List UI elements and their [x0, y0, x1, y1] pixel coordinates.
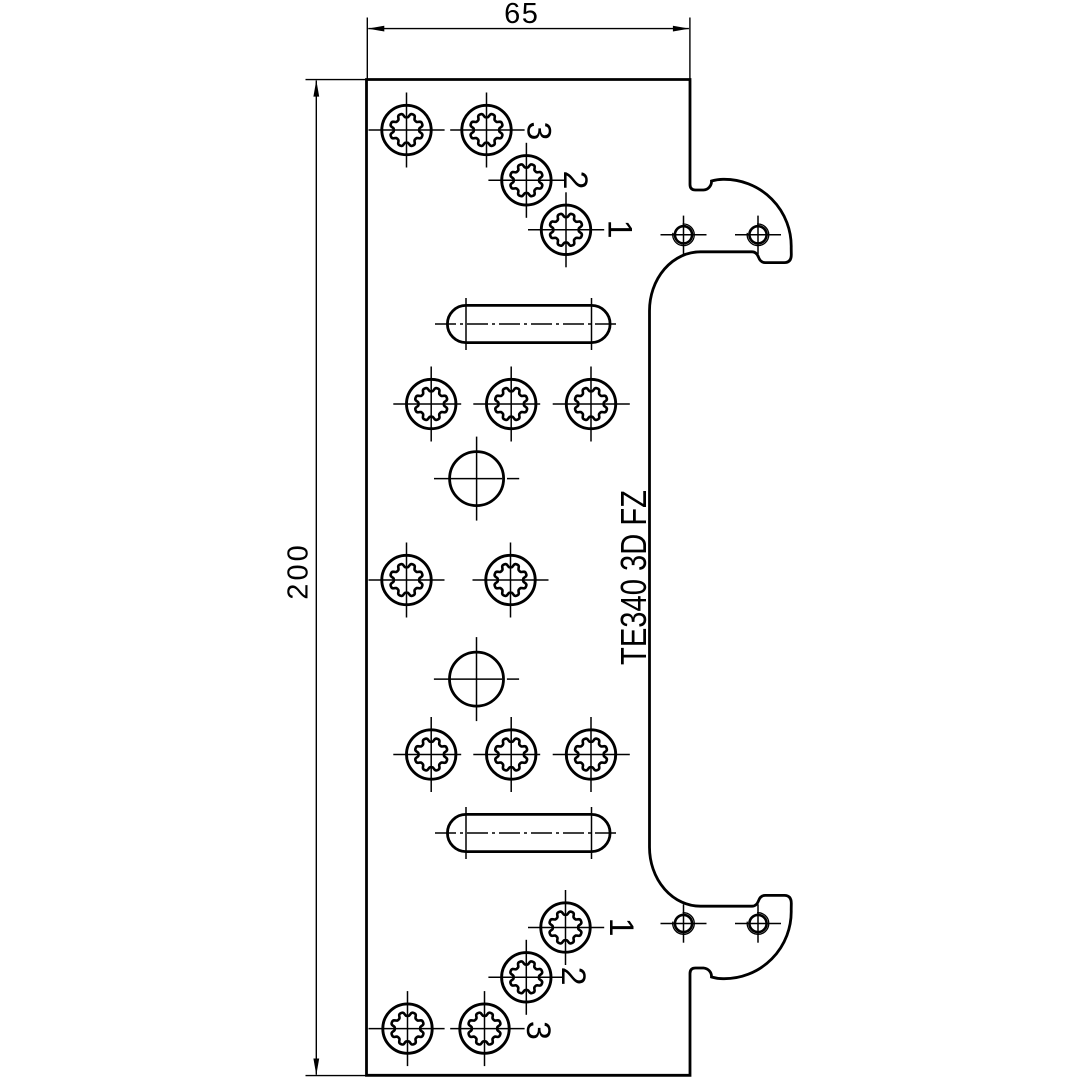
svg-text:200: 200 — [282, 542, 314, 599]
svg-text:2: 2 — [554, 967, 592, 986]
svg-text:3: 3 — [519, 1021, 557, 1040]
svg-text:3: 3 — [519, 121, 557, 140]
svg-text:1: 1 — [602, 918, 640, 937]
svg-text:65: 65 — [504, 0, 539, 30]
svg-text:1: 1 — [601, 220, 639, 239]
svg-text:2: 2 — [556, 170, 594, 189]
svg-text:TE340 3D FZ: TE340 3D FZ — [613, 490, 654, 665]
